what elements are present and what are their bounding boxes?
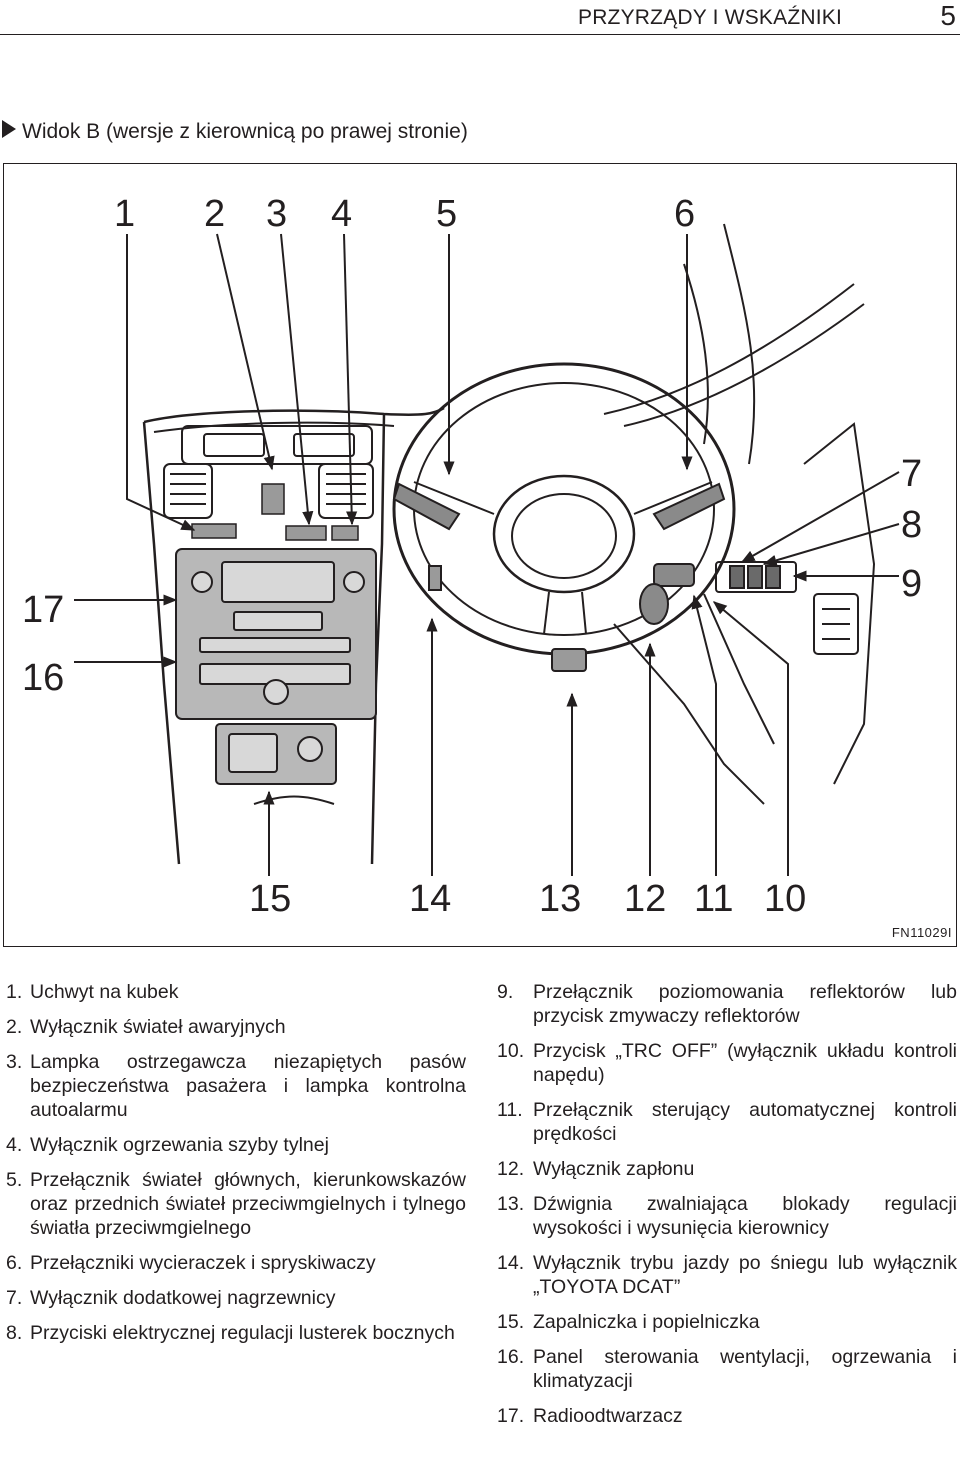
callout-10: 10 bbox=[764, 878, 806, 920]
figure-code: FN11029I bbox=[891, 925, 952, 940]
callout-4: 4 bbox=[331, 193, 352, 235]
list-item: 10.Przycisk „TRC OFF” (wyłącznik układu … bbox=[497, 1040, 957, 1086]
callout-8: 8 bbox=[901, 504, 922, 546]
callout-5: 5 bbox=[436, 193, 457, 235]
callout-17: 17 bbox=[22, 589, 64, 631]
callout-2: 2 bbox=[204, 193, 225, 235]
chapter-title: PRZYRZĄDY I WSKAŹNIKI bbox=[577, 6, 842, 29]
dashboard-illustration: 1 2 3 4 5 6 7 8 9 10 11 12 13 14 15 16 1… bbox=[22, 193, 922, 920]
list-item: 12.Wyłącznik zapłonu bbox=[497, 1158, 695, 1180]
callout-9: 9 bbox=[901, 563, 922, 605]
page-number: 5 bbox=[940, 0, 956, 31]
list-item: 17.Radioodtwarzacz bbox=[497, 1405, 683, 1427]
list-item: 6.Przełączniki wycieraczek i spryskiwacz… bbox=[6, 1252, 376, 1274]
callout-12: 12 bbox=[624, 878, 666, 920]
callout-1: 1 bbox=[114, 193, 135, 235]
section-heading: Widok B (wersje z kierownicą po prawej s… bbox=[2, 120, 468, 144]
list-item: 2.Wyłącznik świateł awaryjnych bbox=[6, 1016, 286, 1038]
callout-13: 13 bbox=[539, 878, 581, 920]
legend-right-column: 9.Przełącznik poziomowania reflektorów l… bbox=[497, 980, 957, 1439]
list-item: 13.Dźwignia zwalniająca blokady regulacj… bbox=[497, 1193, 957, 1239]
list-item: 8.Przyciski elektrycznej regulacji luste… bbox=[6, 1322, 455, 1344]
list-item: 7.Wyłącznik dodatkowej nagrzewnicy bbox=[6, 1287, 336, 1309]
list-item: 9.Przełącznik poziomowania reflektorów l… bbox=[497, 981, 957, 1027]
callout-3: 3 bbox=[266, 193, 287, 235]
list-item: 16.Panel sterowania wentylacji, ogrzewan… bbox=[497, 1346, 957, 1392]
list-item: 4.Wyłącznik ogrzewania szyby tylnej bbox=[6, 1134, 329, 1156]
callout-15: 15 bbox=[249, 878, 291, 920]
callout-14: 14 bbox=[409, 878, 451, 920]
list-item: 14.Wyłącznik trybu jazdy po śniegu lub w… bbox=[497, 1252, 957, 1298]
dashboard-diagram: 1 2 3 4 5 6 7 8 9 10 11 12 13 14 15 16 1… bbox=[3, 163, 957, 947]
callout-11: 11 bbox=[694, 878, 733, 920]
list-item: 1.Uchwyt na kubek bbox=[6, 981, 179, 1003]
callout-6: 6 bbox=[674, 193, 695, 235]
list-item: 11.Przełącznik sterujący automatycznej k… bbox=[497, 1099, 957, 1145]
list-item: 15.Zapalniczka i popielniczka bbox=[497, 1311, 760, 1333]
triangle-bullet-icon bbox=[2, 120, 16, 144]
list-item: 5.Przełącznik świateł głównych, kierunko… bbox=[6, 1169, 466, 1239]
callout-16: 16 bbox=[22, 657, 64, 699]
page-header: PRZYRZĄDY I WSKAŹNIKI 5 bbox=[0, 0, 960, 35]
list-item: 3.Lampka ostrzegawcza niezapiętych pasów… bbox=[6, 1051, 466, 1121]
section-title: Widok B (wersje z kierownicą po prawej s… bbox=[22, 120, 468, 143]
legend-left-column: 1.Uchwyt na kubek 2.Wyłącznik świateł aw… bbox=[6, 980, 466, 1356]
callout-7: 7 bbox=[901, 453, 922, 495]
